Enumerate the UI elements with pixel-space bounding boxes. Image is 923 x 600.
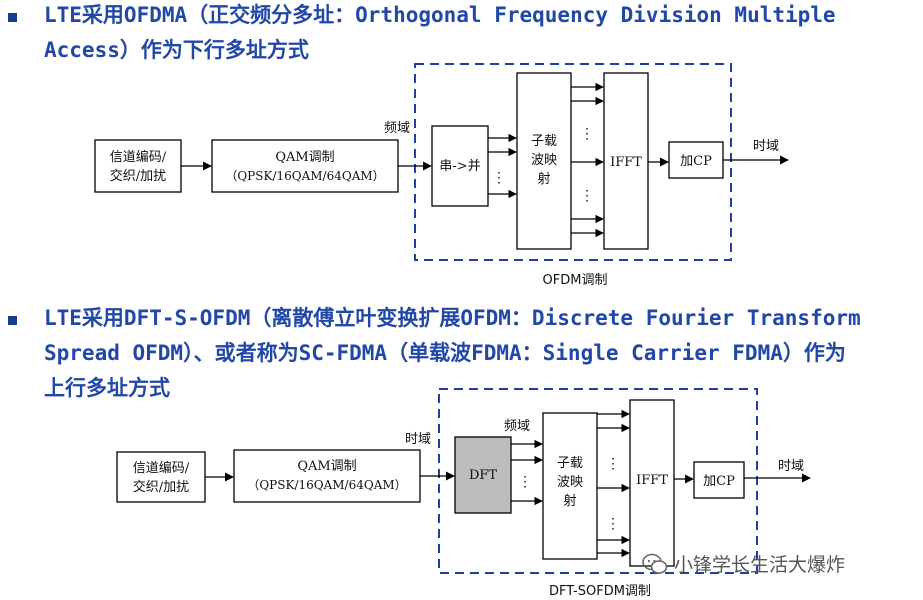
sc-ifft-label: IFFT bbox=[636, 473, 668, 488]
scfdma-heading-line3: 上行多址方式 bbox=[44, 376, 170, 400]
ofdma-heading-line1: LTE采用OFDMA（正交频分多址：Orthogonal Frequency D… bbox=[44, 3, 836, 27]
sc-dft-dots: ⋮ bbox=[518, 474, 532, 490]
ofdm-caption: OFDM调制 bbox=[543, 273, 608, 288]
sc-dft-label: DFT bbox=[469, 468, 497, 483]
sc-subcarrier-label-3: 射 bbox=[563, 493, 576, 509]
ofdm-qam-label-2: （QPSK/16QAM/64QAM） bbox=[225, 169, 384, 183]
ofdm-map-dots-1: ⋮ bbox=[580, 126, 594, 142]
ofdm-sp-label: 串->并 bbox=[439, 159, 480, 174]
ofdm-cp-label: 加CP bbox=[680, 154, 712, 169]
sc-caption: DFT-SOFDM调制 bbox=[549, 584, 651, 599]
ofdm-qam-label-1: QAM调制 bbox=[275, 150, 334, 165]
ofdm-subcarrier-label-2: 波映 bbox=[531, 153, 557, 168]
scfdma-heading-line2: Spread OFDM）、或者称为SC-FDMA（单载波FDMA：Single … bbox=[44, 341, 846, 365]
bullet-2 bbox=[8, 316, 17, 325]
sc-subcarrier-label-1: 子载 bbox=[557, 456, 583, 471]
ofdm-subcarrier-label-3: 射 bbox=[537, 171, 550, 187]
sc-fdma-diagram: 信道编码/ 交织/加扰 QAM调制 （QPSK/16QAM/64QAM） 时域 … bbox=[116, 388, 811, 599]
ofdm-diagram: 信道编码/ 交织/加扰 QAM调制 （QPSK/16QAM/64QAM） 频域 … bbox=[94, 63, 789, 288]
sc-freq-label: 频域 bbox=[504, 419, 530, 434]
sc-ifft-box bbox=[629, 399, 675, 567]
sc-dashed-frame bbox=[438, 388, 758, 574]
bullet-1 bbox=[8, 13, 17, 22]
sc-time-out-label: 时域 bbox=[778, 459, 804, 474]
sc-channel-label-2: 交织/加扰 bbox=[133, 479, 189, 495]
ofdm-channel-label-2: 交织/加扰 bbox=[110, 168, 166, 184]
sc-map-dots-2: ⋮ bbox=[606, 516, 620, 532]
watermark: 小锋学长生活大爆炸 bbox=[642, 550, 845, 577]
sc-cp-label: 加CP bbox=[703, 474, 735, 489]
ofdm-map-dots-2: ⋮ bbox=[580, 188, 594, 204]
sc-qam-box bbox=[233, 449, 421, 503]
ofdm-sp-box bbox=[431, 125, 489, 207]
sc-qam-label-1: QAM调制 bbox=[297, 459, 356, 474]
ofdm-ifft-label: IFFT bbox=[610, 155, 642, 170]
wechat-icon bbox=[642, 553, 668, 574]
sc-qam-label-2: （QPSK/16QAM/64QAM） bbox=[247, 478, 406, 492]
sc-time-in-label: 时域 bbox=[405, 432, 431, 447]
sc-subcarrier-box bbox=[542, 412, 598, 560]
ofdm-ifft-box bbox=[603, 72, 649, 250]
ofdma-heading-line2: Access）作为下行多址方式 bbox=[44, 38, 309, 62]
ofdm-qam-box bbox=[211, 139, 399, 193]
ofdm-channel-coding-box bbox=[94, 139, 182, 193]
watermark-text: 小锋学长生活大爆炸 bbox=[674, 554, 846, 576]
ofdm-sp-dots: ⋮ bbox=[492, 170, 506, 186]
ofdm-channel-label-1: 信道编码/ bbox=[110, 150, 167, 165]
ofdm-subcarrier-label-1: 子载 bbox=[531, 134, 557, 149]
ofdm-time-label: 时域 bbox=[753, 139, 779, 154]
ofdm-cp-box bbox=[668, 141, 724, 179]
sc-map-dots-1: ⋮ bbox=[606, 456, 620, 472]
scfdma-heading-line1: LTE采用DFT-S-OFDM（离散傅立叶变换扩展OFDM：Discrete F… bbox=[44, 306, 861, 330]
ofdm-freq-label: 频域 bbox=[384, 121, 410, 136]
ofdm-dashed-frame bbox=[414, 63, 732, 261]
sc-subcarrier-label-2: 波映 bbox=[557, 475, 583, 490]
sc-cp-box bbox=[693, 461, 745, 499]
ofdm-subcarrier-box bbox=[516, 72, 572, 250]
sc-dft-box bbox=[454, 436, 512, 514]
sc-channel-coding-box bbox=[116, 451, 206, 503]
sc-channel-label-1: 信道编码/ bbox=[133, 461, 190, 476]
